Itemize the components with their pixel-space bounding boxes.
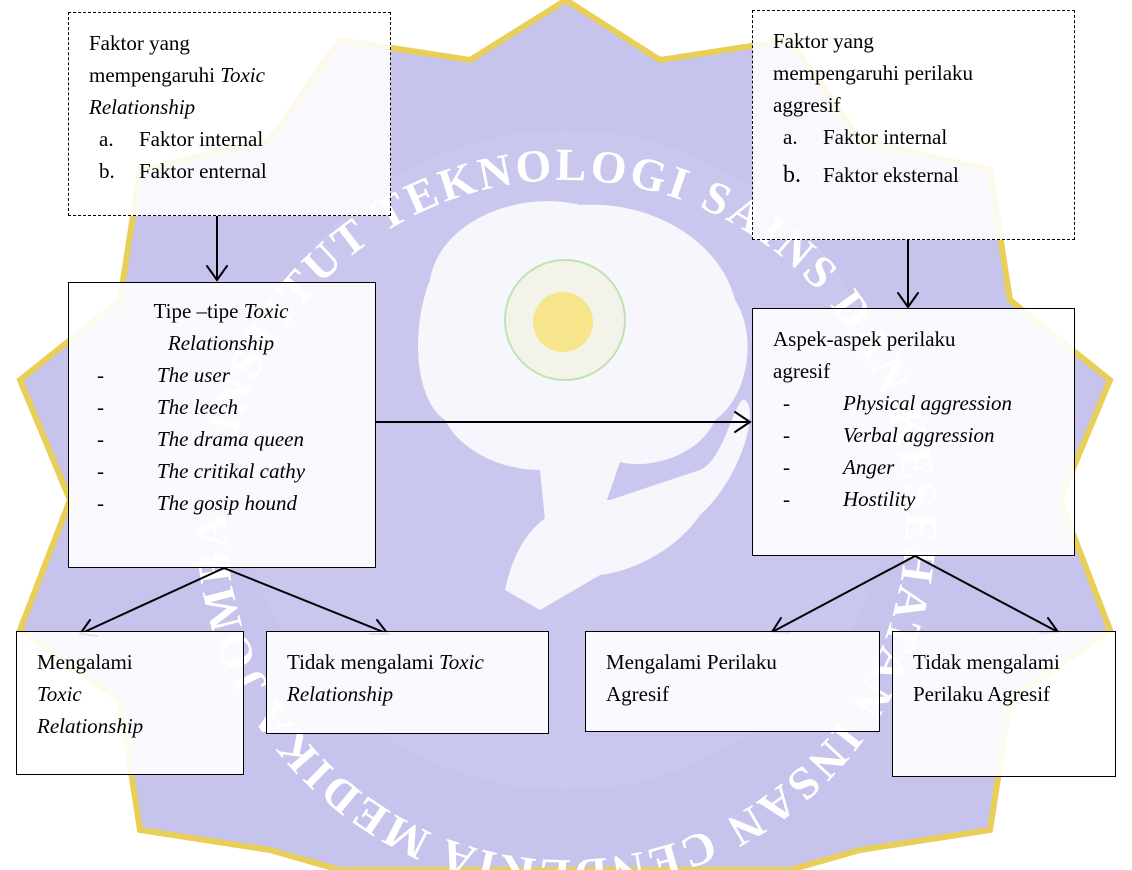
list-item: a.Faktor internal (99, 127, 264, 151)
arrow-aspek-to-tidak (914, 555, 1057, 632)
outcome-line-2: Relationship (287, 682, 394, 706)
list-item: -Anger (783, 455, 895, 479)
aspects-list: -Physical aggression -Verbal aggression … (773, 387, 1068, 515)
aspects-title-line-2: agresif (773, 359, 831, 383)
factor-title-line-3: aggresif (773, 93, 841, 117)
factor-title-line-3: Relationship (89, 95, 196, 119)
list-item: -Physical aggression (783, 391, 1012, 415)
outcome-line-1: Tidak mengalami (913, 650, 1060, 674)
box-aggressive-behavior-aspects: Aspek-aspek perilaku agresif -Physical a… (752, 308, 1075, 556)
arrowhead-faktor-to-tipe (206, 265, 228, 282)
atom-icon (533, 292, 593, 352)
list-item: b.Faktor enternal (99, 159, 267, 183)
list-item: -The critikal cathy (97, 459, 306, 483)
factor-list: a.Faktor internal b.Faktor enternal (89, 123, 372, 187)
list-item: -The leech (97, 395, 239, 419)
factor-list: a.Faktor internal b.Faktor eksternal (773, 121, 1064, 191)
outcome-line-2: Perilaku Agresif (913, 682, 1051, 706)
box-experiences-aggressive-behavior: Mengalami Perilaku Agresif (585, 631, 880, 732)
box-aggressive-behavior-factors: Faktor yang mempengaruhi perilaku aggres… (752, 10, 1075, 240)
arrow-tipe-to-tidak (223, 567, 387, 634)
outcome-line-3: Relationship (37, 714, 144, 738)
list-item: a.Faktor internal (783, 125, 948, 149)
list-item: b.Faktor eksternal (783, 162, 959, 188)
box-toxic-relationship-types: Tipe –tipe Toxic Relationship -The user … (68, 282, 376, 568)
hand-shape (505, 399, 750, 610)
arrowhead-faktor-to-aspek (897, 292, 919, 309)
list-item: -The user (97, 363, 230, 387)
arrowhead-tipe-to-aspek (734, 411, 752, 433)
outcome-line-2: Toxic (37, 682, 82, 706)
box-toxic-relationship-factors: Faktor yang mempengaruhi Toxic Relations… (68, 12, 391, 216)
outcome-line-1: Tidak mengalami Toxic (287, 650, 484, 674)
list-item: -The drama queen (97, 427, 304, 451)
list-item: -Hostility (783, 487, 916, 511)
box-experiences-toxic-relationship: Mengalami Toxic Relationship (16, 631, 244, 775)
box-no-aggressive-behavior: Tidak mengalami Perilaku Agresif (892, 631, 1116, 777)
list-item: -Verbal aggression (783, 423, 995, 447)
factor-title-line-2: mempengaruhi Toxic (89, 63, 265, 87)
outcome-line-2: Agresif (606, 682, 669, 706)
factor-title-line-1: Faktor yang (89, 31, 190, 55)
types-title-line-2: Relationship (167, 331, 275, 355)
factor-title-line-2: mempengaruhi perilaku (773, 61, 974, 85)
arrow-tipe-to-mengalami (81, 567, 225, 634)
outcome-line-1: Mengalami Perilaku (606, 650, 777, 674)
types-title-line-1: Tipe –tipe Toxic (153, 299, 289, 323)
types-list: -The user -The leech -The drama queen -T… (81, 359, 361, 519)
arrow-aspek-to-mengalami (773, 555, 916, 632)
factor-title-line-1: Faktor yang (773, 29, 874, 53)
aspects-title-line-1: Aspek-aspek perilaku (773, 327, 956, 351)
outcome-line-1: Mengalami (37, 650, 133, 674)
list-item: -The gosip hound (97, 491, 298, 515)
box-no-toxic-relationship: Tidak mengalami Toxic Relationship (266, 631, 549, 734)
